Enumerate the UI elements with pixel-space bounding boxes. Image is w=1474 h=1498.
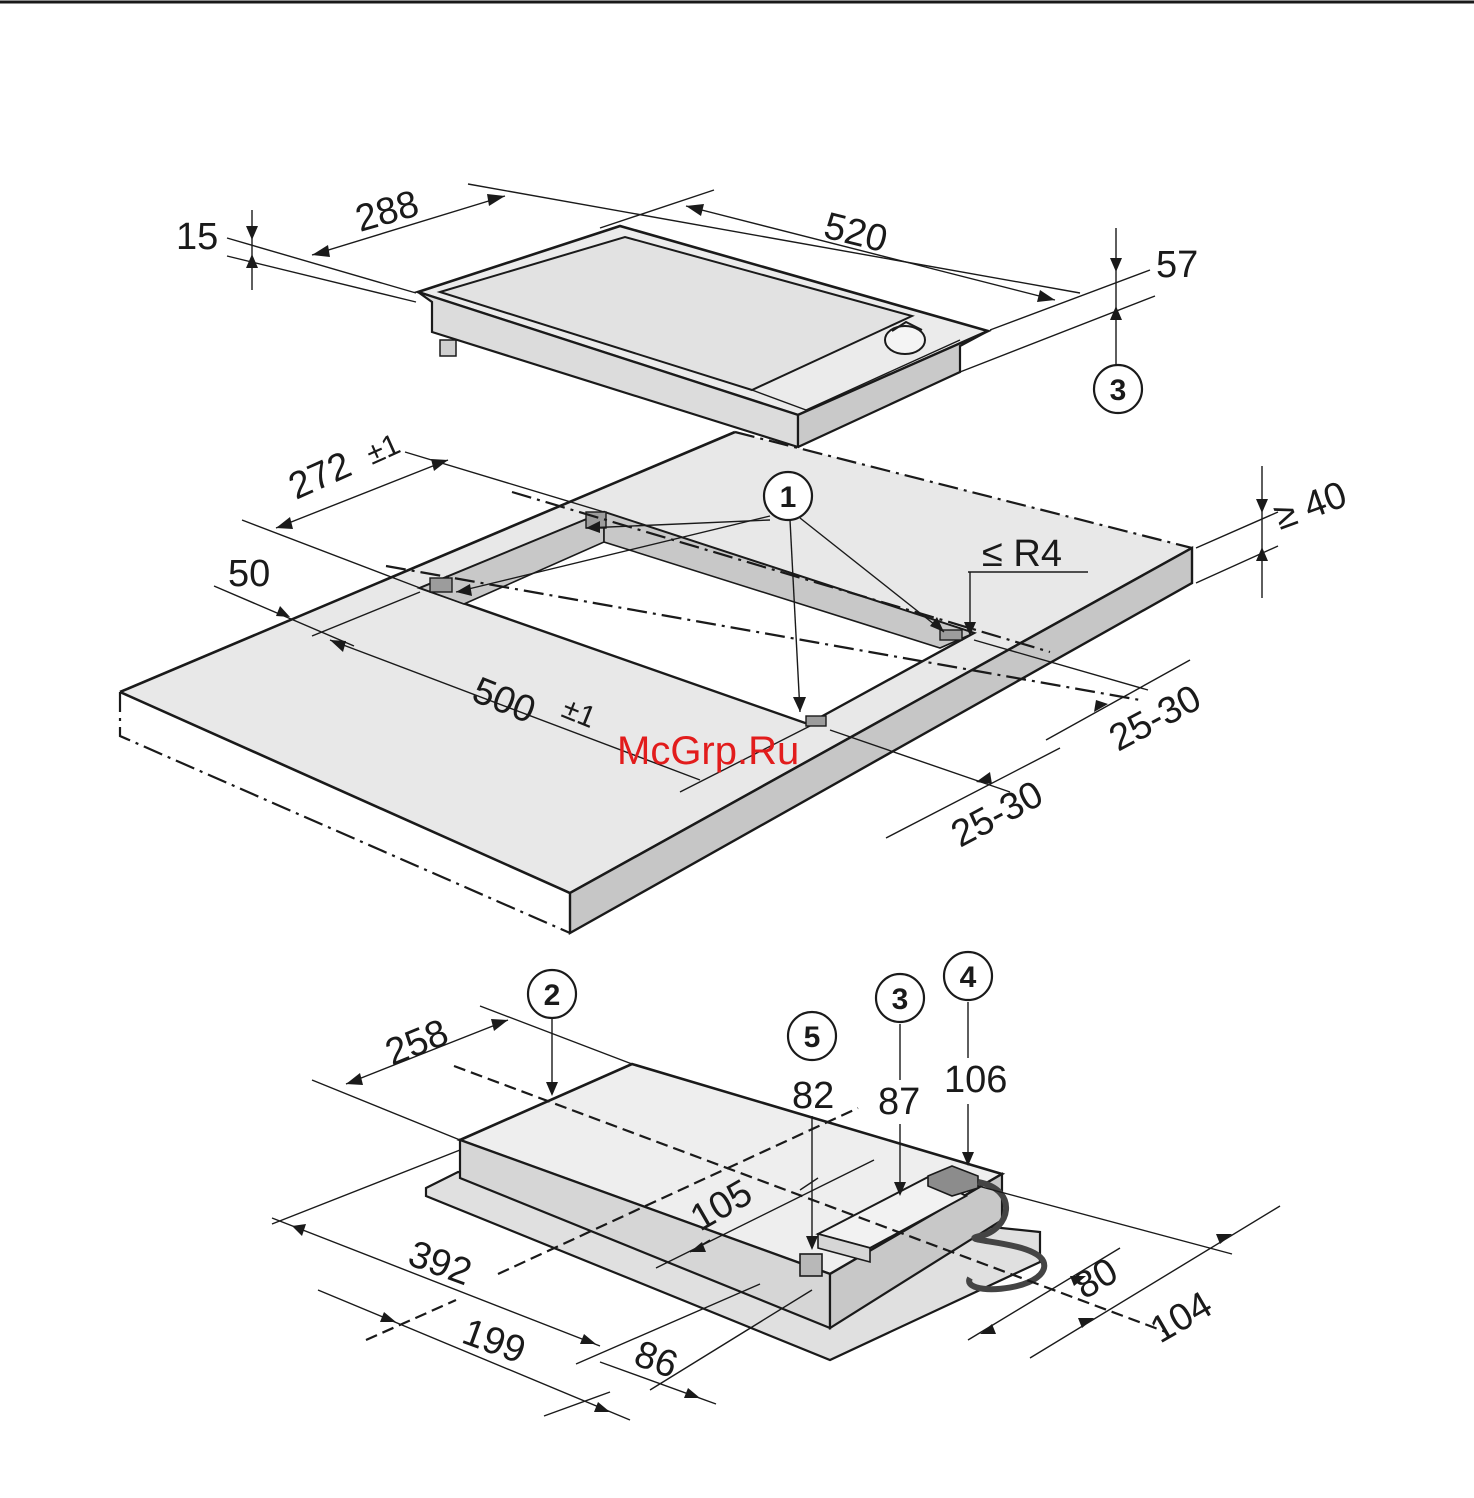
dim-199: 199 xyxy=(457,1311,531,1372)
dim-thickness-40: ≥ 40 xyxy=(1269,474,1353,539)
worktop-cutout-view: 1 272 ±1 50 500 ±1 ≤ R4 xyxy=(120,428,1352,933)
dim-height-57: 57 xyxy=(1156,244,1198,286)
dim-87: 87 xyxy=(878,1081,920,1123)
dim-25-30-front: 25-30 xyxy=(945,773,1051,856)
hob-top-view: 15 288 520 57 3 xyxy=(176,183,1198,447)
dim-height-15: 15 xyxy=(176,216,218,258)
dim-258: 258 xyxy=(380,1012,455,1075)
dim-width-520: 520 xyxy=(820,205,892,261)
dim-radius-r4: ≤ R4 xyxy=(982,533,1062,575)
clip-icon xyxy=(430,578,452,592)
dim-82: 82 xyxy=(792,1075,834,1117)
dim-depth-288: 288 xyxy=(351,183,424,241)
dim-392: 392 xyxy=(403,1233,477,1294)
dim-25-30-right: 25-30 xyxy=(1103,677,1209,760)
dim-86: 86 xyxy=(629,1333,683,1387)
callout-3-top-label: 3 xyxy=(1110,374,1127,407)
knob-icon xyxy=(885,326,925,354)
callout-5-label: 5 xyxy=(804,1021,821,1054)
dim-104: 104 xyxy=(1144,1284,1220,1352)
hob-foot-icon xyxy=(440,340,456,356)
adjustable-foot-icon xyxy=(800,1254,822,1276)
hob-underside-view: 2 5 82 3 87 4 106 258 105 xyxy=(272,952,1280,1420)
callout-4-label: 4 xyxy=(960,961,977,994)
dim-272: 272 xyxy=(283,444,358,508)
dim-106: 106 xyxy=(944,1059,1007,1101)
dim-50: 50 xyxy=(228,553,270,595)
dim-80: 80 xyxy=(1068,1250,1126,1308)
callout-1-label: 1 xyxy=(780,481,797,514)
dim-272-tol: ±1 xyxy=(361,428,405,472)
callout-2-label: 2 xyxy=(544,979,561,1012)
clip-icon xyxy=(806,716,826,726)
watermark: McGrp.Ru xyxy=(617,729,799,773)
callout-3-bottom-label: 3 xyxy=(892,983,909,1016)
